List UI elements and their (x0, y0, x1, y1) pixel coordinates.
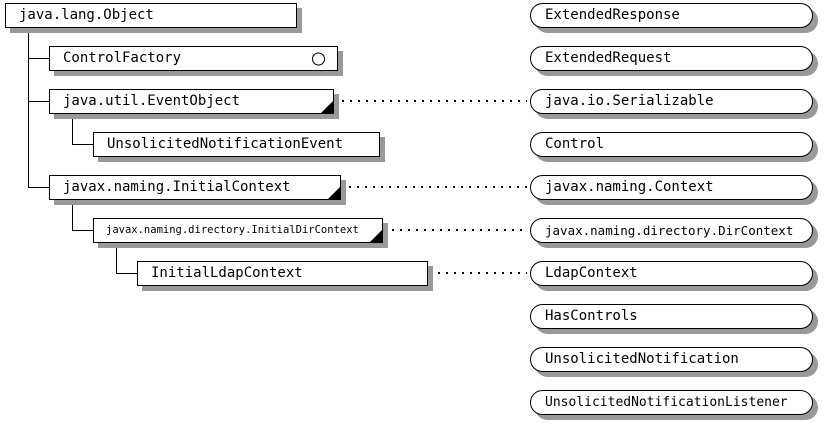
tree-branch-line (28, 58, 49, 59)
tree-branch-line (72, 144, 93, 145)
interface-pill-dircontext[interactable]: javax.naming.directory.DirContext (530, 218, 813, 243)
interface-pill-control[interactable]: Control (530, 132, 813, 157)
interface-pill-unsolicitednotification[interactable]: UnsolicitedNotification (530, 347, 813, 372)
tree-branch-line (72, 230, 93, 231)
class-box-label: javax.naming.InitialContext (63, 179, 291, 195)
class-box-initialdircontext[interactable]: javax.naming.directory.InitialDirContext (93, 218, 383, 243)
class-box-initialldapcontext[interactable]: InitialLdapContext (137, 261, 428, 286)
class-box-controlfactory[interactable]: ControlFactory (49, 46, 338, 71)
class-box-java-util-eventobject[interactable]: java.util.EventObject (49, 89, 334, 114)
class-box-label: javax.naming.directory.InitialDirContext (106, 224, 359, 236)
class-box-label: java.util.EventObject (63, 93, 241, 109)
tree-branch-line (116, 273, 137, 274)
interface-pill-javax-naming-context[interactable]: javax.naming.Context (530, 175, 813, 200)
interface-pill-unsolicitednotificationlistener[interactable]: UnsolicitedNotificationListener (530, 390, 813, 415)
implements-dotted-line (392, 229, 527, 231)
interface-pill-java-io-serializable[interactable]: java.io.Serializable (530, 89, 813, 114)
tree-trunk-line (72, 200, 73, 231)
interface-pill-extendedrequest[interactable]: ExtendedRequest (530, 46, 813, 71)
implements-triangle-icon (327, 186, 340, 199)
tree-trunk-line (72, 114, 73, 145)
tree-branch-line (28, 187, 49, 188)
implements-triangle-icon (320, 100, 333, 113)
interface-pill-hascontrols[interactable]: HasControls (530, 304, 813, 329)
implements-dotted-line (438, 272, 527, 274)
implements-dotted-line (342, 100, 527, 102)
abstract-class-circle-icon (312, 52, 325, 65)
tree-trunk-line (116, 243, 117, 274)
tree-trunk-line (28, 28, 29, 188)
implements-dotted-line (349, 186, 527, 188)
class-box-javax-naming-initialcontext[interactable]: javax.naming.InitialContext (49, 175, 341, 200)
tree-branch-line (28, 101, 49, 102)
implements-triangle-icon (369, 229, 382, 242)
interface-pill-ldapcontext[interactable]: LdapContext (530, 261, 813, 286)
interface-pill-extendedresponse[interactable]: ExtendedResponse (530, 3, 813, 28)
class-box-unsolicitednotificationevent[interactable]: UnsolicitedNotificationEvent (93, 132, 380, 157)
class-box-label: ControlFactory (63, 50, 182, 66)
class-box-java-lang-object[interactable]: java.lang.Object (5, 3, 297, 28)
